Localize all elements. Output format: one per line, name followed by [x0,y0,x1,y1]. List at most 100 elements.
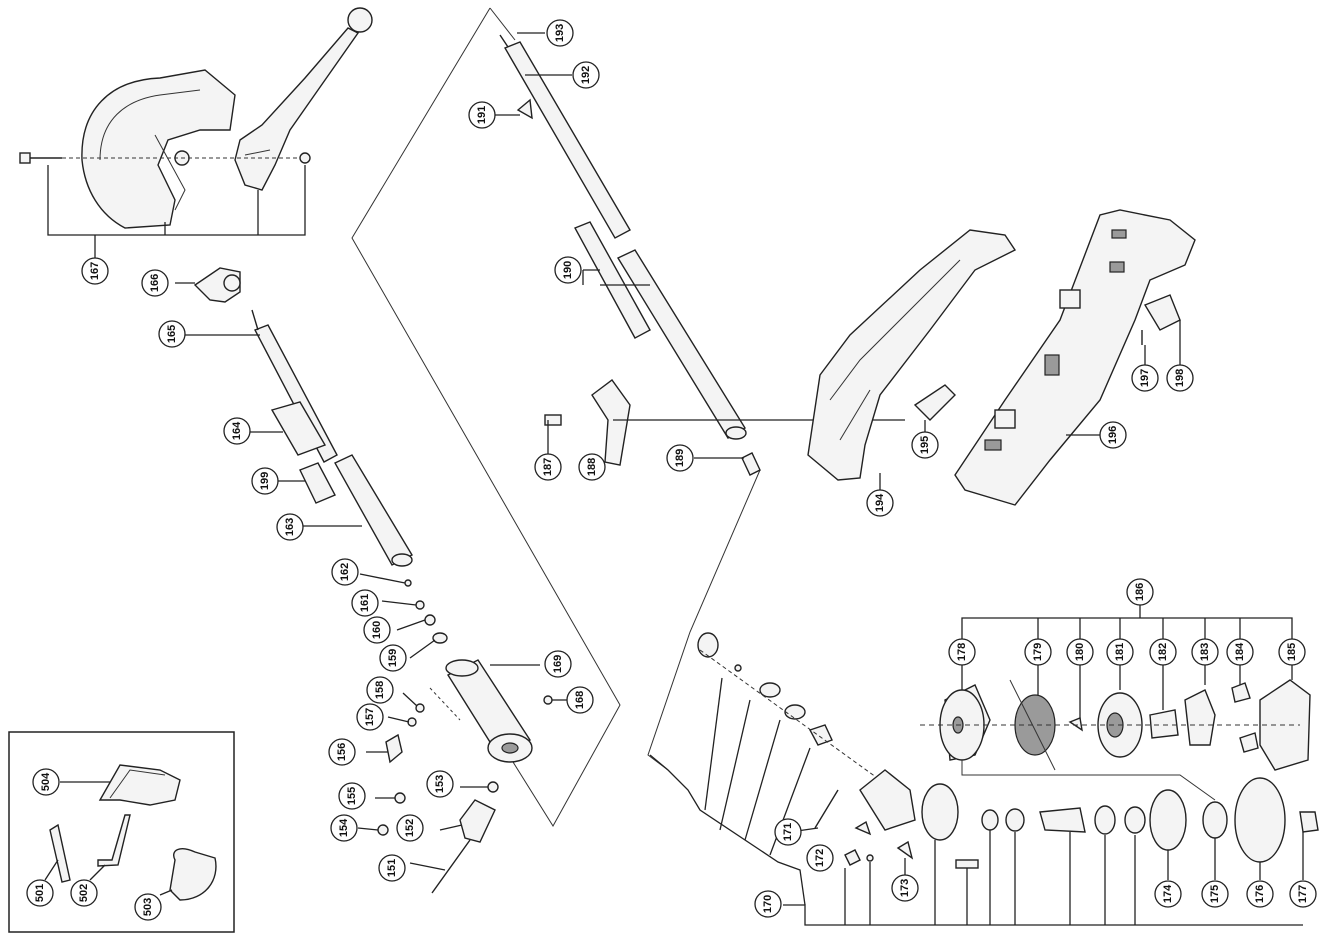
callout-label: 197 [1139,369,1151,387]
center-shaft-parts [495,32,905,476]
callout-503: 503 [134,893,162,921]
callout-label: 151 [386,859,398,877]
callout-190: 190 [554,256,582,284]
callout-label: 196 [1107,426,1119,444]
callout-label: 191 [476,106,488,124]
callout-502: 502 [70,879,98,907]
callout-182: 182 [1149,638,1177,666]
callout-label: 181 [1114,643,1126,661]
callout-label: 176 [1254,885,1266,903]
callout-label: 158 [374,681,386,699]
callout-label: 173 [899,879,911,897]
callout-155: 155 [338,782,366,810]
callout-175: 175 [1201,880,1229,908]
callout-178: 178 [948,638,976,666]
leader-lines-170 [649,677,1304,926]
callout-153: 153 [426,770,454,798]
callout-171: 171 [774,818,802,846]
callout-label: 172 [814,849,826,867]
callout-label: 162 [339,563,351,581]
callout-183: 183 [1191,638,1219,666]
callout-label: 169 [552,655,564,673]
callout-label: 178 [956,643,968,661]
callout-195: 195 [911,431,939,459]
callout-151: 151 [378,854,406,882]
callout-198: 198 [1166,364,1194,392]
callout-label: 160 [371,621,383,639]
callout-194: 194 [866,489,894,517]
callout-label: 195 [919,436,931,454]
guard-194 [807,229,1017,490]
callout-label: 503 [142,898,154,916]
callout-label: 174 [1162,884,1174,903]
callout-label: 193 [554,24,566,42]
accessory-box [8,731,235,933]
callout-label: 171 [782,823,794,841]
callout-161: 161 [351,589,379,617]
callout-label: 504 [40,772,52,791]
callout-label: 177 [1297,885,1309,903]
callout-label: 194 [874,493,886,512]
callout-154: 154 [330,814,358,842]
handle-assembly [19,7,373,229]
callout-184: 184 [1226,638,1254,666]
callout-179: 179 [1024,638,1052,666]
small-hardware [357,573,568,894]
callout-label: 167 [89,262,101,280]
callout-174: 174 [1154,880,1182,908]
callout-170: 170 [754,890,782,918]
callout-label: 501 [34,884,46,902]
callout-189: 189 [666,444,694,472]
callout-160: 160 [363,616,391,644]
callout-label: 179 [1032,643,1044,661]
callout-label: 182 [1157,643,1169,661]
callout-193: 193 [546,19,574,47]
trimmer-head-parts [697,632,1319,869]
callout-181: 181 [1106,638,1134,666]
callout-label: 164 [231,421,243,440]
callout-166: 166 [141,269,169,297]
callout-192: 192 [572,61,600,89]
callout-172: 172 [806,844,834,872]
callout-label: 153 [434,775,446,793]
callout-label: 185 [1286,643,1298,661]
callout-164: 164 [223,417,251,445]
callout-187: 187 [534,453,562,481]
callout-159: 159 [379,644,407,672]
callout-504: 504 [32,768,60,796]
callout-162: 162 [331,558,359,586]
callout-label: 190 [562,261,574,279]
callout-196: 196 [1099,421,1127,449]
callout-165: 165 [158,320,186,348]
callout-label: 154 [338,818,350,837]
callout-label: 175 [1209,885,1221,903]
callout-label: 198 [1174,369,1186,387]
callout-label: 199 [259,472,271,490]
callout-157: 157 [356,703,384,731]
callout-188: 188 [578,453,606,481]
callout-label: 184 [1234,642,1246,661]
callout-label: 187 [542,458,554,476]
cover-196 [954,209,1196,506]
callout-168: 168 [566,686,594,714]
spool-assembly-186 [920,605,1311,801]
leader-lines-167 [47,165,306,258]
callout-173: 173 [891,874,919,902]
callout-label: 161 [359,594,371,612]
callout-label: 192 [580,66,592,84]
callout-label: 155 [346,787,358,805]
callout-label: 170 [762,895,774,913]
callout-label: 157 [364,708,376,726]
callout-label: 163 [284,518,296,536]
callout-label: 502 [78,884,90,902]
callout-label: 186 [1134,583,1146,601]
callout-label: 152 [404,819,416,837]
callout-label: 165 [166,325,178,343]
callout-label: 166 [149,274,161,292]
callout-156: 156 [328,738,356,766]
callout-197: 197 [1131,364,1159,392]
callout-167: 167 [81,257,109,285]
callout-169: 169 [544,650,572,678]
